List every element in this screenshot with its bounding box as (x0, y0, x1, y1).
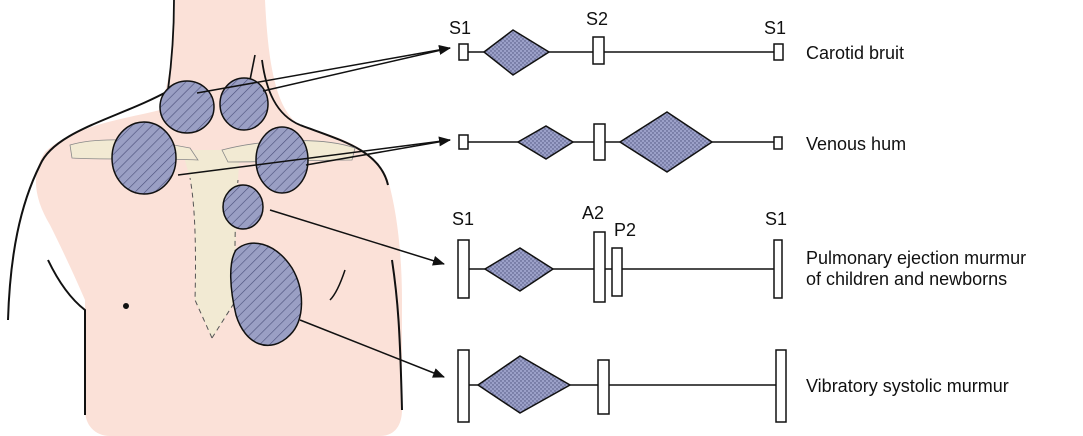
arrow-vibratory (299, 319, 445, 378)
sound-marker-p2 (611, 247, 623, 297)
arrow-venous-left (177, 136, 451, 176)
pointer-arrows (177, 45, 451, 378)
sound-label-p2: P2 (614, 220, 636, 240)
row-vibratory-systolic: Vibratory systolic murmur (457, 349, 1009, 423)
sound-marker-s1 (775, 349, 787, 423)
row-label: Vibratory systolic murmur (806, 376, 1009, 396)
murmur-shape-diastolic (618, 111, 714, 173)
sound-marker-s1 (457, 239, 470, 299)
row-label-line2: of children and newborns (806, 269, 1007, 289)
area-venous-left (111, 121, 177, 195)
arm-right-outline (391, 259, 403, 411)
area-venous-right (255, 126, 309, 194)
row-pulmonary-ejection: S1 A2 P2 S1 Pulmonary ejection murmur of… (452, 203, 1026, 303)
area-carotid-left (159, 80, 215, 134)
sound-label-a2: A2 (582, 203, 604, 223)
row-label-line1: Pulmonary ejection murmur (806, 248, 1026, 268)
row-label: Venous hum (806, 134, 906, 154)
sound-label-s2: S2 (586, 9, 608, 29)
shoulder-left-outline (7, 89, 171, 321)
neck-right-outline (261, 59, 301, 126)
neck-left-outline (167, 0, 175, 91)
row-label: Carotid bruit (806, 43, 904, 63)
sound-label-s1: S1 (449, 18, 471, 38)
sound-marker-s2 (593, 123, 606, 161)
sound-marker-a2 (593, 231, 606, 303)
area-pulmonary (222, 184, 264, 230)
torso-illustration (7, 0, 403, 436)
murmur-shape-systolic (516, 125, 575, 160)
sound-label-s1: S1 (765, 209, 787, 229)
axilla-line (329, 269, 346, 301)
row-carotid-bruit: S1 S2 S1 Carotid bruit (449, 9, 904, 76)
arm-left-outline (47, 259, 86, 415)
arrow-venous-right (305, 139, 451, 166)
sound-marker-s1 (458, 134, 469, 150)
sound-marker-s1 (773, 239, 783, 299)
murmur-shape (482, 29, 551, 76)
sound-label-s1: S1 (452, 209, 474, 229)
murmur-shape (476, 355, 572, 414)
nipple (123, 303, 129, 309)
sound-marker-s2 (592, 36, 605, 65)
shoulder-right-outline (299, 124, 389, 186)
sound-marker-s1 (457, 349, 470, 423)
sound-marker-s1 (458, 43, 469, 61)
area-carotid-right (219, 77, 269, 131)
neck-right-mark (249, 54, 256, 81)
sound-marker-s1 (773, 136, 783, 150)
murmur-shape (483, 247, 555, 292)
row-venous-hum: Venous hum (458, 111, 906, 173)
sound-label-s1: S1 (764, 18, 786, 38)
arrow-carotid-left (196, 45, 451, 94)
arrow-carotid-right (262, 47, 451, 92)
arrow-pulmonary (269, 209, 445, 266)
sound-marker-s2 (597, 359, 610, 415)
area-vibratory (229, 242, 303, 346)
sound-marker-s1 (773, 43, 784, 61)
